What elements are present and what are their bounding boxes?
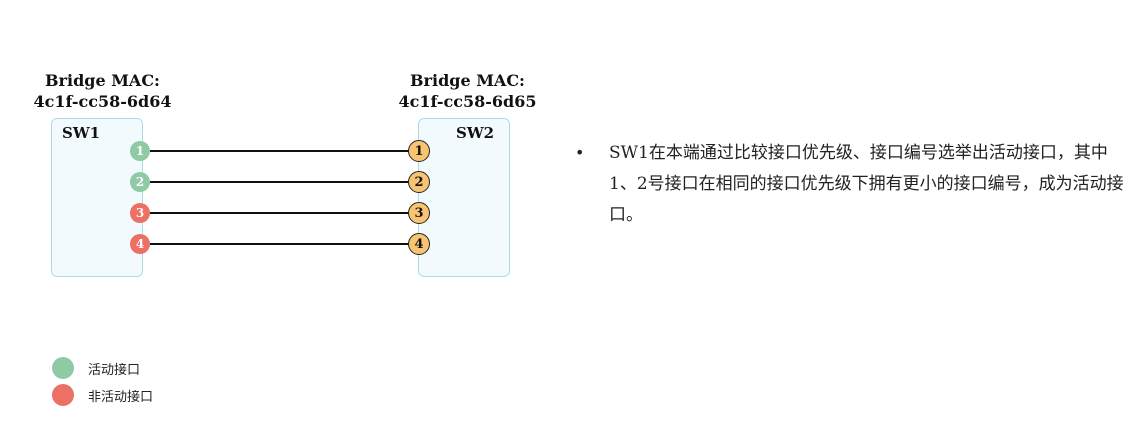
sw1-port-3: 3 [130, 203, 150, 223]
sw1-port-4: 4 [130, 234, 150, 254]
sw1-box [51, 118, 143, 277]
legend-inactive-dot [52, 384, 74, 406]
sw1-mac-label: Bridge MAC: 4c1f-cc58-6d64 [20, 70, 185, 112]
description-text: SW1在本端通过比较接口优先级、接口编号选举出活动接口，其中1、2号接口在相同的… [609, 143, 1124, 225]
sw2-box [418, 118, 510, 277]
sw2-mac-title: Bridge MAC: [410, 71, 525, 90]
sw2-mac-label: Bridge MAC: 4c1f-cc58-6d65 [385, 70, 550, 112]
sw2-port-4: 4 [408, 233, 430, 255]
sw2-port-2: 2 [408, 171, 430, 193]
legend-active-dot [52, 357, 74, 379]
legend-inactive: 非活动接口 [52, 384, 153, 406]
sw2-port-1: 1 [408, 140, 430, 162]
legend-inactive-label: 非活动接口 [88, 389, 154, 405]
sw1-port-2: 2 [130, 172, 150, 192]
sw2-name: SW2 [456, 124, 495, 142]
sw1-port-1: 1 [130, 141, 150, 161]
legend-active-label: 活动接口 [88, 362, 141, 378]
link-3 [150, 212, 420, 214]
legend-active: 活动接口 [52, 357, 140, 379]
sw2-mac-value: 4c1f-cc58-6d65 [398, 92, 537, 111]
link-2 [150, 181, 420, 183]
link-1 [150, 150, 420, 152]
sw1-mac-title: Bridge MAC: [45, 71, 160, 90]
link-4 [150, 243, 420, 245]
bullet-dot: • [575, 143, 585, 162]
sw1-name: SW1 [62, 124, 101, 142]
sw1-mac-value: 4c1f-cc58-6d64 [33, 92, 172, 111]
sw2-port-3: 3 [408, 202, 430, 224]
